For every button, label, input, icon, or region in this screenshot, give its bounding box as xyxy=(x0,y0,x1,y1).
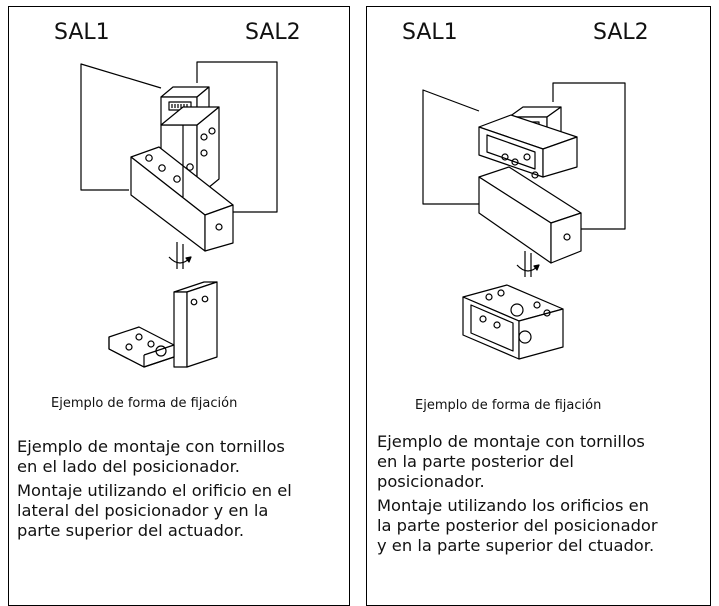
description-line: Montaje utilizando los orificios en xyxy=(377,496,649,515)
panel-rear-mounting: SAL1 SAL2 xyxy=(366,6,711,606)
sal2-wire xyxy=(196,61,278,213)
panel-side-mounting: SAL1 SAL2 xyxy=(8,6,350,606)
sal2-wire xyxy=(552,82,626,230)
description-line: en el lado del posicionador. xyxy=(17,457,240,476)
fixation-caption: Ejemplo de forma de fijación xyxy=(51,396,238,411)
sal1-label: SAL1 xyxy=(402,20,458,45)
sal1-label: SAL1 xyxy=(54,20,110,45)
shaft-rotation xyxy=(168,242,192,269)
mounting-description: Ejemplo de montaje con tornillos en el l… xyxy=(17,437,347,541)
fixation-caption: Ejemplo de forma de fijación xyxy=(415,398,602,413)
sal1-wire xyxy=(422,89,480,205)
box-bracket xyxy=(462,284,564,360)
l-bracket xyxy=(108,281,218,368)
description-line: y en la parte superior del ctuador. xyxy=(377,536,655,555)
description-line: lateral del posicionador y en la xyxy=(17,501,269,520)
description-line: en la parte posterior del xyxy=(377,452,574,471)
description-line: posicionador. xyxy=(377,472,485,491)
actuator-block xyxy=(130,125,234,252)
positioner-frame xyxy=(478,114,578,179)
sal2-label: SAL2 xyxy=(245,20,301,45)
description-line: Ejemplo de montaje con tornillos xyxy=(17,437,285,456)
description-line: parte superior del actuador. xyxy=(17,521,245,540)
sal1-wire xyxy=(80,63,162,191)
shaft-rotation xyxy=(516,251,540,277)
rear-mount-illustration xyxy=(422,82,626,360)
actuator-block xyxy=(478,166,582,264)
description-line: Ejemplo de montaje con tornillos xyxy=(377,432,645,451)
description-line: Montaje utilizando el orificio en el xyxy=(17,481,292,500)
description-line: la parte posterior del posicionador xyxy=(377,516,658,535)
side-mount-illustration xyxy=(80,61,278,368)
mounting-description: Ejemplo de montaje con tornillos en la p… xyxy=(377,432,709,556)
sal2-label: SAL2 xyxy=(593,20,649,45)
